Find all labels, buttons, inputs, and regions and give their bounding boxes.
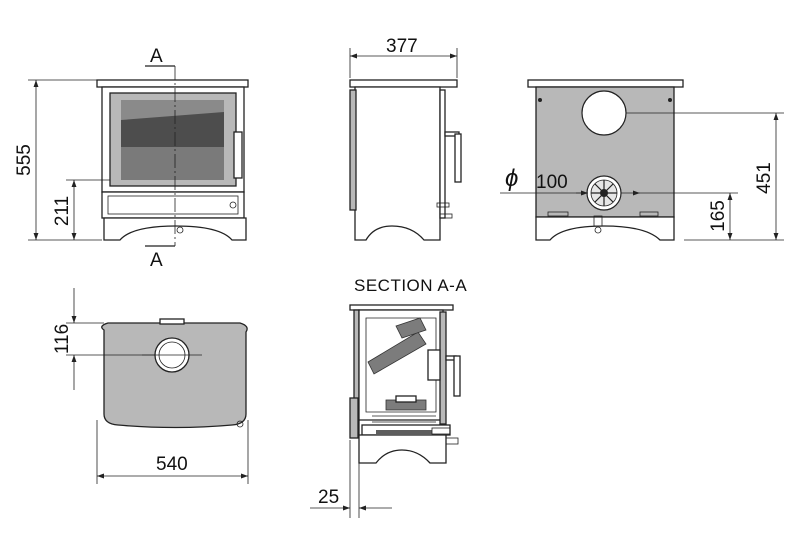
section-title: SECTION A-A	[354, 276, 467, 295]
rear-outlet-height-label: 451	[754, 162, 775, 194]
dim-top-outlet-offset: 116	[52, 288, 155, 390]
dim-rear-air-inlet-height: 165	[700, 192, 738, 240]
dim-width: 540	[96, 420, 249, 484]
hearth-offset-label: 25	[318, 487, 339, 508]
top-outlet-offset-label: 116	[52, 324, 73, 354]
dim-hearth-offset: 25	[310, 440, 392, 518]
diameter-symbol: ϕ	[505, 165, 518, 192]
rear-view	[527, 79, 684, 241]
top-view	[101, 318, 248, 429]
section-marker-bottom: A	[150, 250, 163, 271]
front-view: A A	[96, 46, 249, 271]
dim-door-bottom-height: 211	[52, 179, 110, 240]
width-label: 540	[156, 454, 188, 475]
section-marker-top: A	[150, 46, 163, 67]
dim-flue-diameter: ϕ 100	[500, 165, 700, 196]
flue-diameter-label: 100	[536, 172, 568, 193]
section-view	[349, 304, 461, 464]
dim-rear-outlet-height: 451	[626, 112, 784, 241]
rear-air-inlet-height-label: 165	[708, 200, 729, 232]
overall-height-label: 555	[14, 144, 35, 176]
dim-overall-height: 555	[14, 79, 102, 241]
dim-depth: 377	[349, 36, 458, 78]
depth-label: 377	[386, 36, 418, 57]
side-view	[349, 79, 462, 241]
door-bottom-height-label: 211	[52, 196, 73, 226]
